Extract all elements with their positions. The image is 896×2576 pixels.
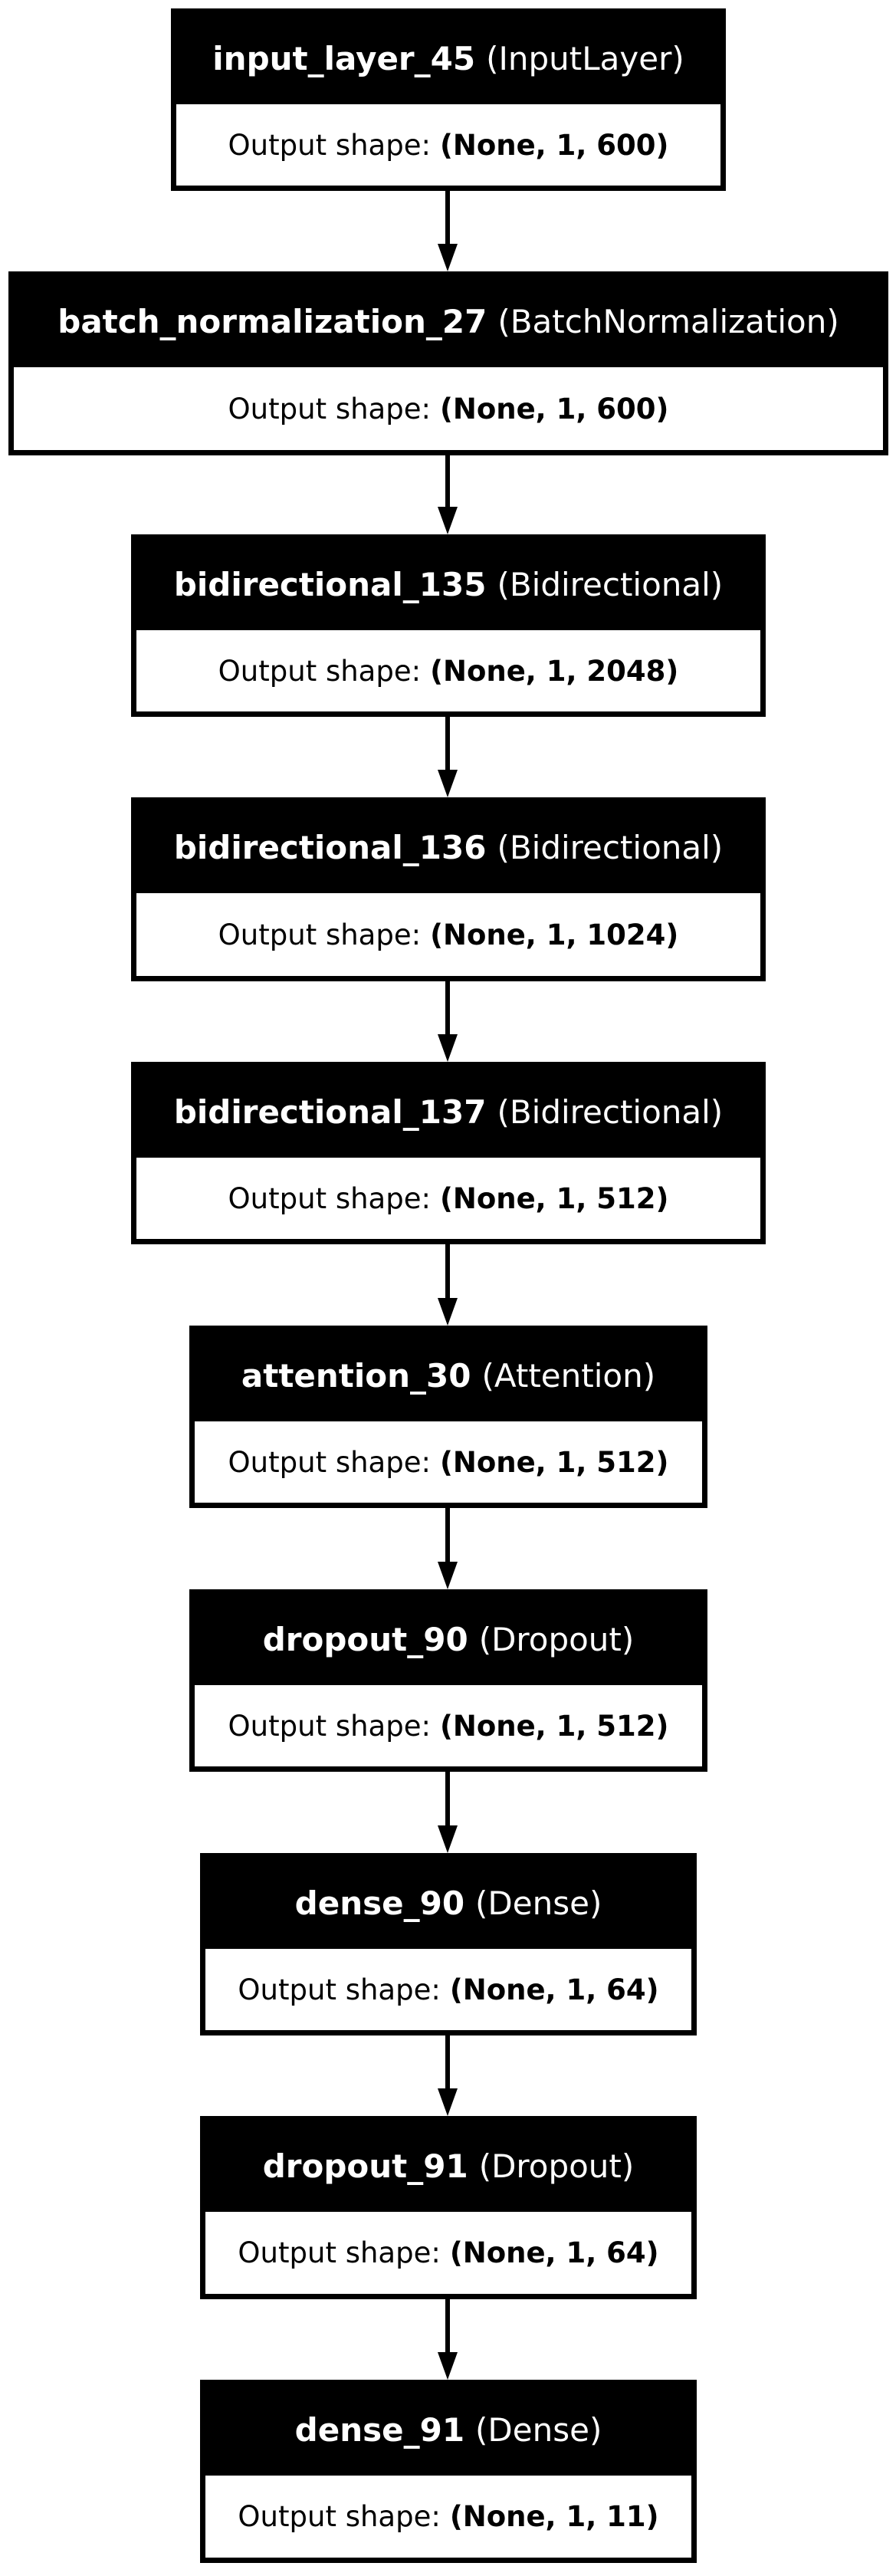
layer-output-shape: Output shape:(None, 1, 2048) (136, 630, 760, 711)
output-shape-label: Output shape: (238, 2500, 441, 2533)
output-shape-label: Output shape: (228, 128, 431, 162)
arrow-line (445, 2036, 450, 2088)
output-shape-value: (None, 1, 512) (439, 1181, 669, 1215)
layer-type: (Dropout) (478, 1621, 635, 1658)
layer-type: (Attention) (481, 1357, 656, 1395)
layer-node: bidirectional_135 (Bidirectional) Output s… (131, 534, 766, 717)
layer-header: dense_90 (Dense) (205, 1858, 691, 1949)
output-shape-value: (None, 1, 600) (439, 392, 669, 426)
arrow-head-icon (438, 2352, 458, 2380)
layer-type: (Dense) (475, 2411, 602, 2449)
output-shape-label: Output shape: (228, 1181, 431, 1215)
layer-name: bidirectional_136 (173, 829, 487, 866)
layer-header: input_layer_45 (InputLayer) (176, 14, 720, 104)
layer-name: attention_30 (241, 1357, 471, 1395)
layer-node: dropout_90 (Dropout) Output shape:(None, 1… (189, 1589, 707, 1772)
output-shape-value: (None, 1, 64) (449, 2236, 659, 2269)
output-shape-label: Output shape: (228, 1709, 431, 1743)
layer-output-shape: Output shape:(None, 1, 1024) (136, 893, 760, 976)
arrow-head-icon (438, 507, 458, 534)
arrow-head-icon (438, 1825, 458, 1853)
layer-type: (InputLayer) (486, 40, 684, 77)
layer-output-shape: Output shape:(None, 1, 600) (14, 367, 883, 450)
layer-node: bidirectional_137 (Bidirectional) Output s… (131, 1062, 766, 1244)
layer-name: dropout_90 (262, 1621, 468, 1658)
output-shape-value: (None, 1, 64) (449, 1973, 659, 2006)
layer-type: (Bidirectional) (497, 566, 724, 603)
layer-header: attention_30 (Attention) (195, 1331, 702, 1421)
layer-header: batch_normalization_27 (BatchNormalizatio… (14, 277, 883, 367)
output-shape-value: (None, 1, 11) (449, 2500, 659, 2533)
arrow-head-icon (438, 770, 458, 797)
layer-output-shape: Output shape:(None, 1, 600) (176, 104, 720, 186)
layer-output-shape: Output shape:(None, 1, 11) (205, 2476, 691, 2558)
layer-name: batch_normalization_27 (57, 303, 487, 340)
layer-node: bidirectional_136 (Bidirectional) Output s… (131, 797, 766, 981)
layer-name: dense_90 (294, 1884, 465, 1922)
layer-name: input_layer_45 (212, 40, 476, 77)
output-shape-label: Output shape: (228, 392, 431, 426)
layer-header: dropout_90 (Dropout) (195, 1595, 702, 1685)
layer-header: bidirectional_135 (Bidirectional) (136, 540, 760, 630)
layer-name: bidirectional_137 (173, 1093, 487, 1131)
arrow-line (445, 191, 450, 244)
arrow-line (445, 981, 450, 1034)
output-shape-label: Output shape: (228, 1445, 431, 1479)
output-shape-label: Output shape: (218, 654, 422, 688)
layer-output-shape: Output shape:(None, 1, 512) (195, 1421, 702, 1503)
layer-node: dense_90 (Dense) Output shape:(None, 1, 64… (200, 1853, 697, 2036)
arrow-head-icon (438, 2088, 458, 2116)
output-shape-value: (None, 1, 600) (439, 128, 669, 162)
output-shape-label: Output shape: (238, 1973, 441, 2006)
layer-name: dropout_91 (262, 2147, 468, 2185)
output-shape-label: Output shape: (218, 918, 422, 951)
arrow-line (445, 1772, 450, 1825)
arrow-head-icon (438, 1034, 458, 1062)
layer-name: dense_91 (294, 2411, 465, 2449)
output-shape-value: (None, 1, 512) (439, 1445, 669, 1479)
output-shape-value: (None, 1, 2048) (430, 654, 679, 688)
layer-output-shape: Output shape:(None, 1, 64) (205, 2212, 691, 2294)
layer-node: attention_30 (Attention) Output shape:(Non… (189, 1326, 707, 1508)
layer-type: (Bidirectional) (497, 1093, 724, 1131)
layer-node: dense_91 (Dense) Output shape:(None, 1, 11… (200, 2380, 697, 2563)
arrow-line (445, 455, 450, 507)
arrow-line (445, 1508, 450, 1562)
arrow-head-icon (438, 1562, 458, 1589)
arrow-head-icon (438, 1298, 458, 1326)
layer-name: bidirectional_135 (173, 566, 487, 603)
layer-output-shape: Output shape:(None, 1, 64) (205, 1949, 691, 2030)
layer-node: batch_normalization_27 (BatchNormalizatio… (8, 271, 888, 455)
arrow-line (445, 1244, 450, 1298)
layer-node: input_layer_45 (InputLayer) Output shape:(… (171, 8, 726, 191)
layer-output-shape: Output shape:(None, 1, 512) (136, 1158, 760, 1239)
layer-header: bidirectional_136 (Bidirectional) (136, 803, 760, 893)
layer-type: (BatchNormalization) (497, 303, 839, 340)
output-shape-value: (None, 1, 1024) (430, 918, 679, 951)
layer-header: dense_91 (Dense) (205, 2385, 691, 2476)
arrow-line (445, 717, 450, 770)
arrow-line (445, 2299, 450, 2352)
output-shape-label: Output shape: (238, 2236, 441, 2269)
layer-node: dropout_91 (Dropout) Output shape:(None, 1… (200, 2116, 697, 2299)
output-shape-value: (None, 1, 512) (439, 1709, 669, 1743)
layer-output-shape: Output shape:(None, 1, 512) (195, 1685, 702, 1766)
layer-header: bidirectional_137 (Bidirectional) (136, 1067, 760, 1158)
layer-type: (Dropout) (478, 2147, 635, 2185)
layer-header: dropout_91 (Dropout) (205, 2121, 691, 2212)
arrow-head-icon (438, 244, 458, 271)
layer-type: (Bidirectional) (497, 829, 724, 866)
layer-type: (Dense) (475, 1884, 602, 1922)
